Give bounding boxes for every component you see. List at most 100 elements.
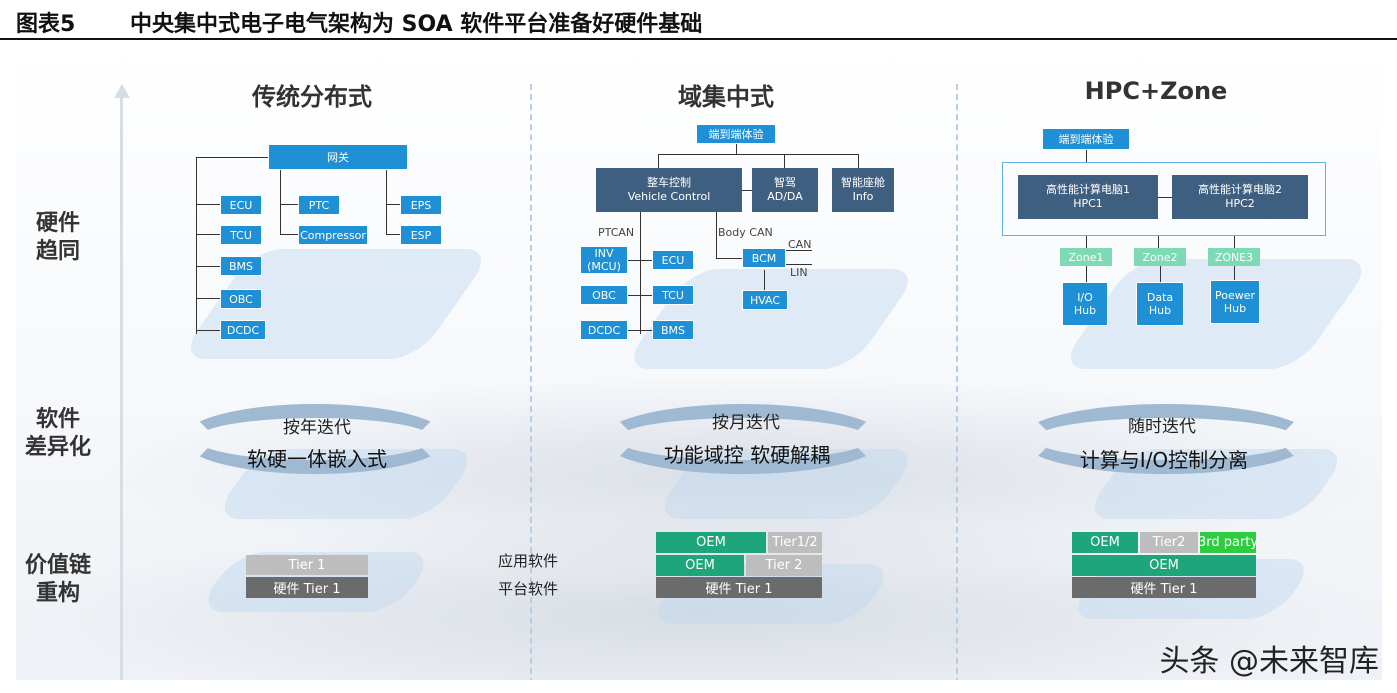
eps-box: EPS — [400, 195, 442, 215]
gateway-box: 网关 — [268, 144, 408, 170]
hvac-box: HVAC — [742, 290, 788, 310]
column-title-domain: 域集中式 — [678, 83, 774, 111]
connector-line — [386, 170, 387, 234]
connector-line — [196, 266, 220, 267]
connector-line — [858, 154, 859, 168]
tier2-cell: Tier 2 — [746, 555, 822, 576]
platform-software-label: 平台软件 — [498, 580, 559, 598]
ptcan-label: PTCAN — [598, 226, 635, 239]
ptcan-bus-line — [640, 212, 641, 334]
oem-cell-4: OEM — [1072, 555, 1256, 576]
iteration-mode-3: 计算与I/O控制分离 — [1079, 448, 1249, 472]
app-software-label: 应用软件 — [498, 552, 559, 570]
connector-line — [1158, 197, 1172, 198]
connector-line — [196, 157, 197, 334]
connector-line — [742, 190, 752, 191]
e2e-box: 端到端体验 — [696, 124, 776, 144]
row-label-value-chain: 价值链重构 — [24, 553, 91, 606]
connector-line — [196, 204, 220, 205]
inv-mcu-box: INV(MCU) — [580, 246, 628, 274]
lin-label: LIN — [790, 266, 808, 279]
figure-label: 图表5 — [16, 12, 76, 37]
connector-line — [716, 258, 742, 259]
zone3-box: ZONE3 — [1208, 248, 1260, 266]
obc-box: OBC — [220, 289, 262, 309]
connector-line — [1086, 150, 1087, 162]
iteration-speed-3: 随时迭代 — [1128, 417, 1196, 437]
zone1-box: Zone1 — [1060, 248, 1112, 266]
zone2-box: Zone2 — [1134, 248, 1186, 266]
connector-line — [628, 295, 652, 296]
header-bar — [0, 0, 1397, 40]
column-separator — [956, 84, 958, 680]
iteration-speed-1: 按年迭代 — [283, 418, 351, 438]
connector-line — [628, 260, 652, 261]
hw-tier1-cell-2: 硬件 Tier 1 — [656, 577, 822, 598]
row-label-software: 软件差异化 — [24, 407, 91, 460]
connector-line — [736, 144, 737, 154]
hardware-plate-2 — [620, 269, 922, 369]
ptc-box: PTC — [298, 195, 340, 215]
connector-line — [784, 154, 785, 168]
connector-line — [386, 204, 400, 205]
esp-box: ESP — [400, 225, 442, 245]
ecu-box-2: ECU — [652, 250, 694, 270]
connector-line — [1234, 266, 1235, 282]
can-label: CAN — [788, 238, 812, 251]
obc-box-2: OBC — [580, 285, 628, 305]
tier1-cell: Tier 1 — [246, 555, 368, 575]
tier12-cell: Tier1/2 — [768, 532, 822, 553]
oem-cell-3: OEM — [1072, 532, 1138, 553]
tier2-cell-3: Tier2 — [1140, 532, 1198, 553]
compressor-box: Compressor — [298, 225, 368, 245]
connector-line — [628, 330, 652, 331]
third-party-cell: 3rd party — [1198, 532, 1258, 553]
e2e-box-3: 端到端体验 — [1042, 128, 1130, 150]
connector-line — [280, 234, 298, 235]
connector-line — [386, 234, 400, 235]
oem-cell-2: OEM — [656, 555, 744, 576]
connector-line — [280, 170, 281, 234]
connector-line — [1086, 236, 1087, 248]
connector-line — [658, 154, 858, 155]
connector-line — [658, 154, 659, 168]
lin-line — [786, 264, 812, 265]
oem-cell-1: OEM — [656, 532, 766, 553]
ecu-box: ECU — [220, 195, 262, 215]
connector-line — [1158, 236, 1159, 248]
figure-title: 中央集中式电子电气架构为 SOA 软件平台准备好硬件基础 — [130, 12, 703, 37]
dcdc-box-2: DCDC — [580, 320, 628, 340]
connector-line — [764, 270, 765, 292]
bms-box: BMS — [220, 256, 262, 276]
iteration-mode-2: 功能域控 软硬解耦 — [663, 443, 831, 467]
tcu-box-2: TCU — [652, 285, 694, 305]
iteration-mode-1: 软硬一体嵌入式 — [247, 447, 387, 471]
y-axis-arrowhead — [114, 84, 130, 98]
hw-tier1-cell-3: 硬件 Tier 1 — [1072, 577, 1256, 598]
body-can-line — [716, 212, 717, 258]
body-can-label: Body CAN — [718, 226, 773, 239]
connector-line — [196, 298, 220, 299]
column-title-hpc-zone: HPC+Zone — [1084, 77, 1228, 105]
y-axis — [120, 94, 123, 680]
hpc-container — [1002, 162, 1326, 236]
tcu-box: TCU — [220, 225, 262, 245]
hw-tier1-cell: 硬件 Tier 1 — [246, 577, 368, 598]
column-title-distributed: 传统分布式 — [252, 83, 372, 111]
connector-line — [1086, 266, 1087, 282]
connector-line — [196, 234, 220, 235]
connector-line — [196, 330, 220, 331]
watermark: 头条 @未来智库 — [1159, 644, 1379, 679]
connector-line — [196, 157, 268, 158]
connector-line — [1160, 266, 1161, 282]
bcm-box: BCM — [742, 248, 786, 268]
bms-box-2: BMS — [652, 320, 694, 340]
dcdc-box: DCDC — [220, 320, 266, 340]
